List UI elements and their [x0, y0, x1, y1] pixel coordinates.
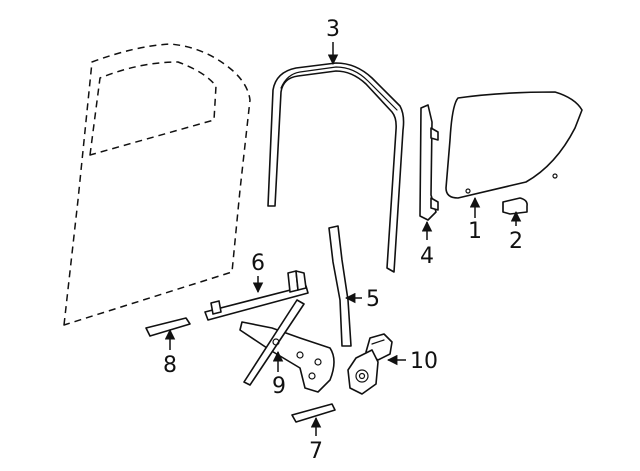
door-glass — [445, 91, 583, 199]
regulator-motor — [347, 333, 393, 395]
door-outline — [63, 43, 251, 326]
callout-labels: 1 2 3 4 5 6 7 8 9 10 — [163, 17, 523, 464]
callout-10: 10 — [410, 349, 438, 374]
leader-lines — [164, 42, 522, 436]
callout-1: 1 — [468, 219, 482, 244]
callout-5: 5 — [366, 287, 380, 312]
glass-clip — [502, 197, 528, 215]
callout-6: 6 — [251, 251, 265, 276]
callout-7: 7 — [309, 439, 323, 464]
callout-2: 2 — [509, 229, 523, 254]
trim-strip-upper — [145, 317, 191, 337]
trim-strip-lower — [291, 403, 336, 423]
glass-guide — [419, 104, 439, 221]
callout-8: 8 — [163, 353, 177, 378]
rear-channel — [328, 225, 352, 347]
callout-3: 3 — [326, 17, 340, 42]
run-channel — [267, 62, 405, 273]
window-regulator — [239, 299, 335, 393]
sash-channel — [204, 270, 309, 321]
callout-4: 4 — [420, 244, 434, 269]
callout-9: 9 — [272, 374, 286, 399]
